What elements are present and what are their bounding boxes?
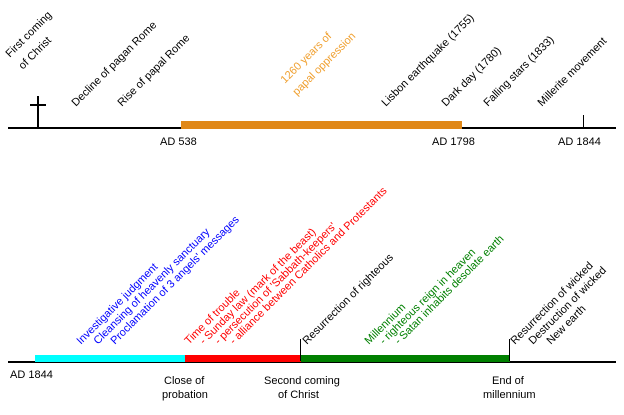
event-label-satan-desolate-earth: - Satan inhabits desolate earth bbox=[392, 233, 507, 347]
top-ad1844-tick bbox=[583, 115, 584, 127]
event-label-alliance: - alliance between Catholics and Protest… bbox=[227, 185, 390, 347]
date-label-bottom-ad1844: AD 1844 bbox=[10, 369, 53, 381]
date-label-second-coming-line2: of Christ bbox=[278, 389, 319, 401]
date-label-close-probation-line2: probation bbox=[162, 389, 208, 401]
date-label-ad538: AD 538 bbox=[160, 136, 197, 148]
date-label-close-probation-line1: Close of bbox=[164, 375, 205, 387]
investigative-judgment-bar bbox=[35, 355, 185, 362]
bottom-timeline-axis bbox=[8, 361, 616, 363]
date-label-second-coming-line1: Second coming bbox=[264, 375, 340, 387]
cross-icon-horizontal bbox=[30, 104, 46, 106]
papal-oppression-bar bbox=[181, 121, 462, 129]
date-label-end-millennium-line2: millennium bbox=[483, 389, 536, 401]
end-of-millennium-tick bbox=[509, 339, 510, 361]
event-label-decline-pagan-rome: Decline of pagan Rome bbox=[69, 19, 160, 109]
date-label-top-ad1844: AD 1844 bbox=[558, 136, 601, 148]
date-label-ad1798: AD 1798 bbox=[432, 136, 475, 148]
time-of-trouble-bar bbox=[185, 355, 301, 362]
date-label-end-millennium-line1: End of bbox=[492, 375, 524, 387]
event-label-destruction-wicked: Destruction of wicked bbox=[526, 264, 609, 347]
millennium-bar bbox=[301, 355, 510, 362]
cross-icon-vertical bbox=[37, 96, 39, 127]
second-coming-tick bbox=[300, 339, 301, 361]
